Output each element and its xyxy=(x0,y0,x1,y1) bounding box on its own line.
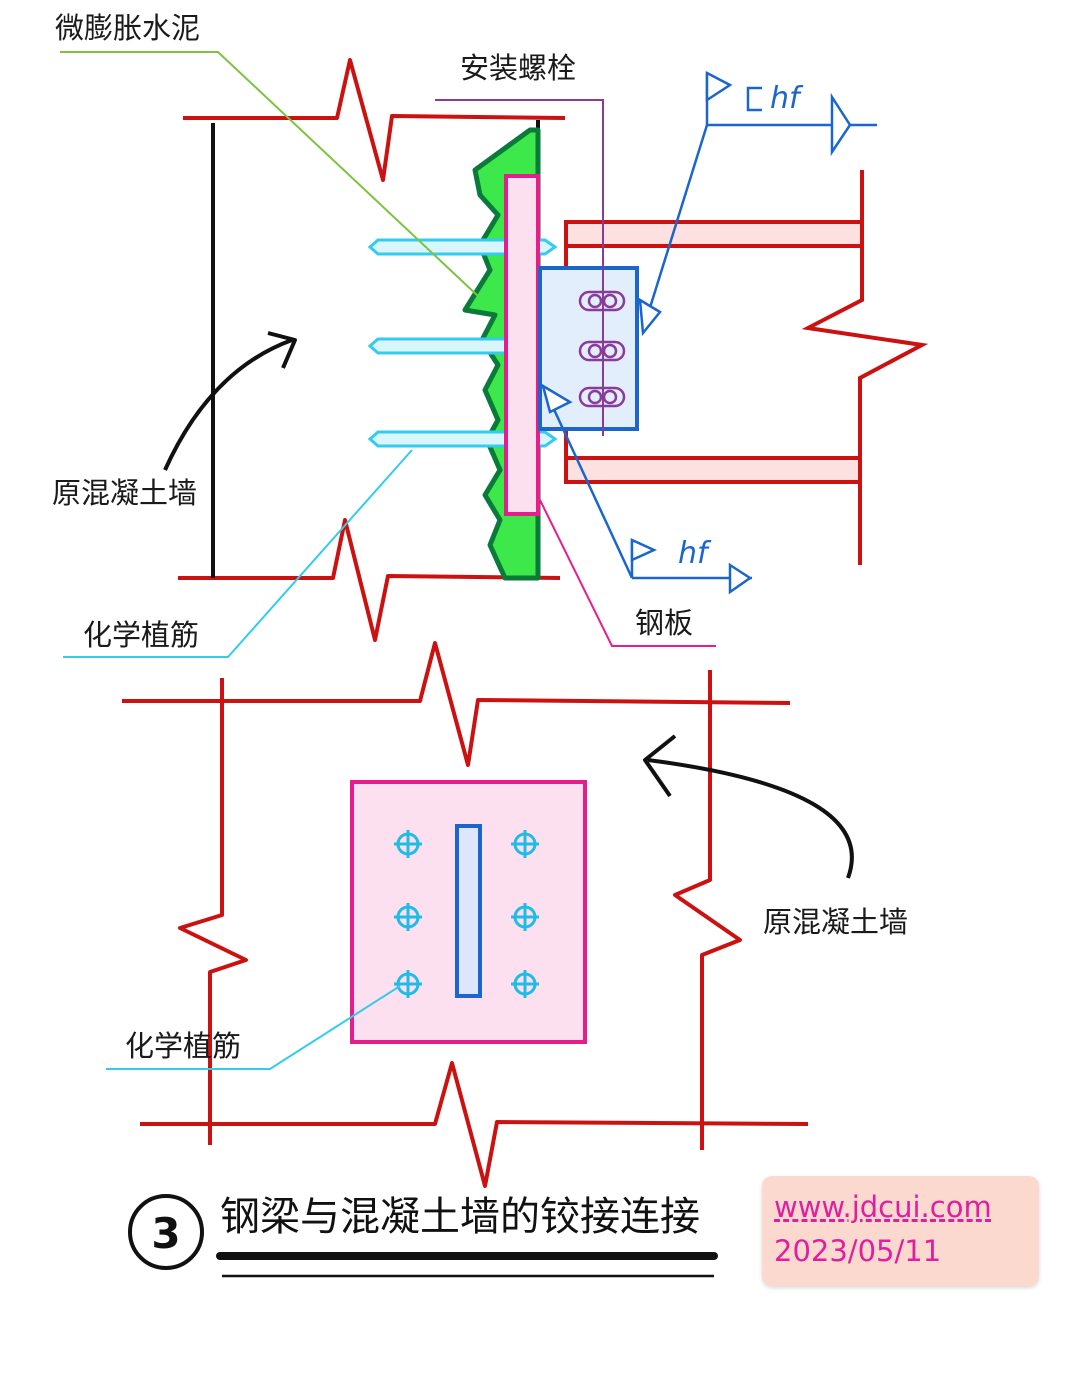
label-weld-bottom: hf xyxy=(678,536,712,571)
label-chemical-rebar-bottom: 化学植筋 xyxy=(125,1029,241,1063)
watermark-url: www.jdcui.com xyxy=(774,1190,992,1224)
shear-tab-elevation xyxy=(455,824,482,998)
wall-arrow-top xyxy=(163,338,293,471)
weld-symbol-bottom xyxy=(540,383,753,595)
watermark-badge: www.jdcui.com 2023/05/11 xyxy=(762,1176,1039,1286)
steel-plate-section xyxy=(504,174,540,516)
rebar-leader-top xyxy=(63,449,413,658)
label-existing-wall-bottom: 原混凝土墙 xyxy=(763,905,908,939)
wall-elevation-outline xyxy=(122,641,809,1188)
cement-leader xyxy=(60,51,479,297)
watermark-date: 2023/05/11 xyxy=(774,1234,942,1268)
wall-section-outline xyxy=(178,58,566,642)
wall-arrow-bottom xyxy=(647,758,854,879)
label-micro-expansion-cement: 微膨胀水泥 xyxy=(55,11,200,45)
title-text: 钢梁与混凝土墙的铰接连接 xyxy=(220,1194,700,1240)
label-existing-wall-top: 原混凝土墙 xyxy=(52,476,197,510)
steel-beam xyxy=(564,170,929,565)
wall-arrowhead-top xyxy=(267,331,297,369)
label-steel-plate: 钢板 xyxy=(635,606,693,640)
label-install-bolt: 安装螺栓 xyxy=(460,51,576,85)
title-number-circle xyxy=(128,1194,204,1270)
title-number: 3 xyxy=(151,1209,180,1258)
install-bolt-leader xyxy=(435,99,604,436)
weld-symbol-top xyxy=(638,70,877,337)
label-weld-top: hf xyxy=(770,81,804,116)
rebar-leader-bottom xyxy=(106,985,401,1070)
wall-arrowhead-bottom xyxy=(643,734,677,798)
plate-leader xyxy=(539,499,716,647)
label-chemical-rebar-top: 化学植筋 xyxy=(83,618,199,652)
rebar-anchors-elevation xyxy=(394,830,539,998)
